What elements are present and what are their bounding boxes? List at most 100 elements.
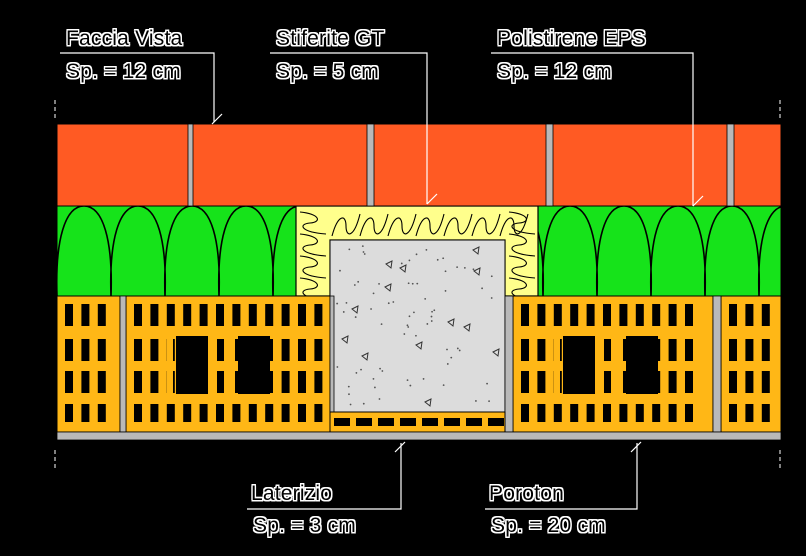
block-hole xyxy=(635,304,644,326)
label-eps-thickness: Sp. = 12 cm xyxy=(497,60,612,83)
label-faccia-vista-name: Faccia Vista xyxy=(66,27,183,50)
aggregate-dot xyxy=(444,270,447,273)
block-hole xyxy=(761,304,770,326)
leader-faccia-vista xyxy=(60,52,215,122)
aggregate-triangle xyxy=(415,341,423,350)
block-hole xyxy=(81,339,90,361)
label-poroton-name: Poroton xyxy=(489,482,564,505)
block-hole xyxy=(298,371,306,393)
laterizio-hole xyxy=(488,418,504,426)
eps-insulation-layer xyxy=(56,205,782,297)
aggregate-dot xyxy=(336,366,339,368)
block-hole xyxy=(65,404,73,422)
aggregate-dot xyxy=(442,257,445,260)
aggregate-dot xyxy=(450,356,453,359)
label-poroton-thickness: Sp. = 20 cm xyxy=(491,514,606,537)
block-hole xyxy=(232,404,241,422)
brick-joint xyxy=(545,123,554,207)
aggregate-dot xyxy=(430,320,433,322)
aggregate-dot xyxy=(361,245,364,248)
aggregate-dot xyxy=(458,349,461,352)
block-hole xyxy=(745,304,754,326)
block-hole xyxy=(745,371,754,393)
block-hole xyxy=(745,339,754,361)
aggregate-dot xyxy=(339,269,341,272)
block-hole xyxy=(314,339,323,361)
block-hole xyxy=(265,304,274,326)
block-hole xyxy=(232,371,241,393)
aggregate-triangle xyxy=(473,267,481,276)
block-hole xyxy=(97,339,106,361)
aggregate-triangle xyxy=(341,335,349,344)
aggregate-dot xyxy=(446,348,448,351)
aggregate-dot xyxy=(408,315,411,318)
aggregate-dot xyxy=(381,370,384,372)
block-hole xyxy=(216,371,224,393)
aggregate-dot xyxy=(349,403,352,406)
aggregate-dot xyxy=(415,334,417,337)
aggregate-dot xyxy=(488,400,490,403)
block-hole xyxy=(619,371,628,393)
block-hole xyxy=(97,404,106,422)
block-hole xyxy=(281,404,290,422)
block-hole xyxy=(65,371,73,393)
block-hole xyxy=(729,404,737,422)
block-hole xyxy=(199,304,208,326)
block-hole xyxy=(603,339,611,361)
block-hole xyxy=(668,304,677,326)
aggregate-triangle xyxy=(463,323,471,332)
brick-band xyxy=(56,123,782,207)
aggregate-dot xyxy=(490,275,493,278)
aggregate-dot xyxy=(456,266,459,268)
block-hole xyxy=(537,304,546,326)
block-hole xyxy=(761,371,770,393)
aggregate-dot xyxy=(406,379,409,382)
block-hole xyxy=(603,304,611,326)
aggregate-triangle xyxy=(424,398,432,407)
aggregate-dot xyxy=(446,363,449,365)
block-hole xyxy=(314,304,323,326)
label-laterizio-thickness: Sp. = 3 cm xyxy=(253,514,356,537)
brick-joint xyxy=(726,123,735,207)
block-hole xyxy=(570,304,579,326)
block-hole xyxy=(619,339,628,361)
block-cavity xyxy=(238,336,270,394)
mortar-joint xyxy=(504,295,514,433)
leader-laterizio xyxy=(247,443,402,510)
block-hole xyxy=(97,371,106,393)
label-stiferite-name: Stiferite GT xyxy=(276,27,385,50)
faccia-vista-brick-layer xyxy=(56,123,782,207)
aggregate-dot xyxy=(442,384,445,387)
block-hole xyxy=(97,304,106,326)
laterizio-strip xyxy=(329,411,506,433)
aggregate-dot xyxy=(472,268,475,271)
plaster-line xyxy=(56,431,782,441)
block-hole xyxy=(314,404,323,422)
block-cavity-rim xyxy=(229,328,279,402)
label-eps-name: Polistirene EPS xyxy=(497,27,646,50)
aggregate-dot xyxy=(424,297,427,300)
aggregate-triangle xyxy=(361,352,369,361)
aggregate-dot xyxy=(370,308,372,310)
block-hole xyxy=(134,304,142,326)
block-hole xyxy=(521,371,529,393)
aggregate-dot xyxy=(406,324,409,327)
aggregate-dot xyxy=(362,402,365,405)
aggregate-dot xyxy=(378,398,381,400)
aggregate-dot xyxy=(407,282,410,285)
block-hole xyxy=(586,304,595,326)
block-hole xyxy=(761,339,770,361)
aggregate-dot xyxy=(436,258,439,261)
leader-eps xyxy=(491,52,694,206)
aggregate-dot xyxy=(490,297,493,299)
block-hole xyxy=(183,404,192,422)
block-hole xyxy=(166,404,175,422)
aggregate-dot xyxy=(444,290,447,292)
aggregate-dot xyxy=(355,372,358,374)
aggregate-triangle xyxy=(472,246,480,255)
aggregate-dot xyxy=(345,302,348,304)
aggregate-triangle xyxy=(492,348,500,357)
block-hole xyxy=(761,404,770,422)
aggregate-dot xyxy=(407,326,410,328)
